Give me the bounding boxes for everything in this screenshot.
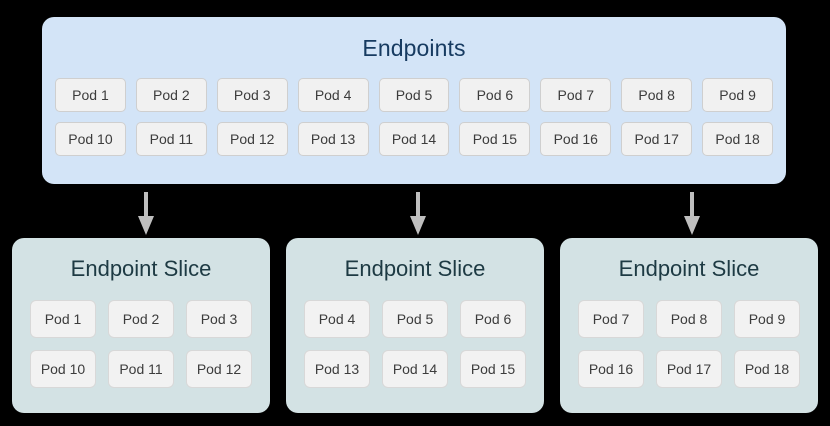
endpoint-slice-title: Endpoint Slice <box>618 256 760 281</box>
slice-pod-row-2: Pod 13 Pod 14 Pod 15 <box>304 350 526 388</box>
pod-chip: Pod 15 <box>459 122 531 156</box>
slice-pod-grid: Pod 4 Pod 5 Pod 6 Pod 13 Pod 14 Pod 15 <box>304 300 526 388</box>
pod-chip: Pod 8 <box>656 300 722 338</box>
endpoint-slice-card-1: Endpoint Slice Pod 1 Pod 2 Pod 3 Pod 10 … <box>12 238 270 413</box>
endpoints-pod-row-2: Pod 10 Pod 11 Pod 12 Pod 13 Pod 14 Pod 1… <box>55 122 774 156</box>
pod-chip: Pod 4 <box>304 300 370 338</box>
arrow-down-icon <box>134 192 158 236</box>
pod-chip: Pod 11 <box>108 350 174 388</box>
slice-pod-row-2: Pod 16 Pod 17 Pod 18 <box>578 350 800 388</box>
pod-chip: Pod 18 <box>734 350 800 388</box>
pod-chip: Pod 11 <box>135 122 207 156</box>
pod-chip: Pod 9 <box>734 300 800 338</box>
slice-pod-row-2: Pod 10 Pod 11 Pod 12 <box>30 350 252 388</box>
endpoint-slice-row: Endpoint Slice Pod 1 Pod 2 Pod 3 Pod 10 … <box>12 238 818 413</box>
pod-chip: Pod 13 <box>304 350 370 388</box>
pod-chip: Pod 10 <box>30 350 96 388</box>
pod-chip: Pod 18 <box>702 122 774 156</box>
endpoints-container: Endpoints Pod 1 Pod 2 Pod 3 Pod 4 Pod 5 … <box>42 17 786 184</box>
pod-chip: Pod 17 <box>656 350 722 388</box>
pod-chip: Pod 1 <box>30 300 96 338</box>
endpoints-title: Endpoints <box>362 35 466 61</box>
pod-chip: Pod 6 <box>460 300 526 338</box>
pod-chip: Pod 7 <box>540 78 612 112</box>
pod-chip: Pod 17 <box>621 122 693 156</box>
arrow-down-icon <box>680 192 704 236</box>
endpoints-pod-grid: Pod 1 Pod 2 Pod 3 Pod 4 Pod 5 Pod 6 Pod … <box>42 78 786 156</box>
pod-chip: Pod 10 <box>55 122 126 156</box>
pod-chip: Pod 16 <box>540 122 612 156</box>
pod-chip: Pod 13 <box>297 122 369 156</box>
arrow-down-icon <box>406 192 430 236</box>
pod-chip: Pod 2 <box>135 78 207 112</box>
endpoint-slice-title: Endpoint Slice <box>344 256 486 281</box>
slice-pod-grid: Pod 7 Pod 8 Pod 9 Pod 16 Pod 17 Pod 18 <box>578 300 800 388</box>
pod-chip: Pod 7 <box>578 300 644 338</box>
slice-pod-row-1: Pod 1 Pod 2 Pod 3 <box>30 300 252 338</box>
pod-chip: Pod 6 <box>459 78 531 112</box>
pod-chip: Pod 14 <box>382 350 448 388</box>
endpoint-slice-card-2: Endpoint Slice Pod 4 Pod 5 Pod 6 Pod 13 … <box>286 238 544 413</box>
pod-chip: Pod 4 <box>297 78 369 112</box>
slice-pod-row-1: Pod 4 Pod 5 Pod 6 <box>304 300 526 338</box>
slice-pod-row-1: Pod 7 Pod 8 Pod 9 <box>578 300 800 338</box>
pod-chip: Pod 3 <box>216 78 288 112</box>
pod-chip: Pod 5 <box>378 78 450 112</box>
pod-chip: Pod 12 <box>216 122 288 156</box>
pod-chip: Pod 3 <box>186 300 252 338</box>
pod-chip: Pod 15 <box>460 350 526 388</box>
pod-chip: Pod 2 <box>108 300 174 338</box>
pod-chip: Pod 8 <box>621 78 693 112</box>
pod-chip: Pod 1 <box>55 78 126 112</box>
pod-chip: Pod 12 <box>186 350 252 388</box>
pod-chip: Pod 16 <box>578 350 644 388</box>
pod-chip: Pod 5 <box>382 300 448 338</box>
endpoint-slice-card-3: Endpoint Slice Pod 7 Pod 8 Pod 9 Pod 16 … <box>560 238 818 413</box>
endpoints-pod-row-1: Pod 1 Pod 2 Pod 3 Pod 4 Pod 5 Pod 6 Pod … <box>55 78 774 112</box>
slice-pod-grid: Pod 1 Pod 2 Pod 3 Pod 10 Pod 11 Pod 12 <box>30 300 252 388</box>
pod-chip: Pod 14 <box>378 122 450 156</box>
endpoint-slice-title: Endpoint Slice <box>70 256 212 281</box>
pod-chip: Pod 9 <box>702 78 774 112</box>
